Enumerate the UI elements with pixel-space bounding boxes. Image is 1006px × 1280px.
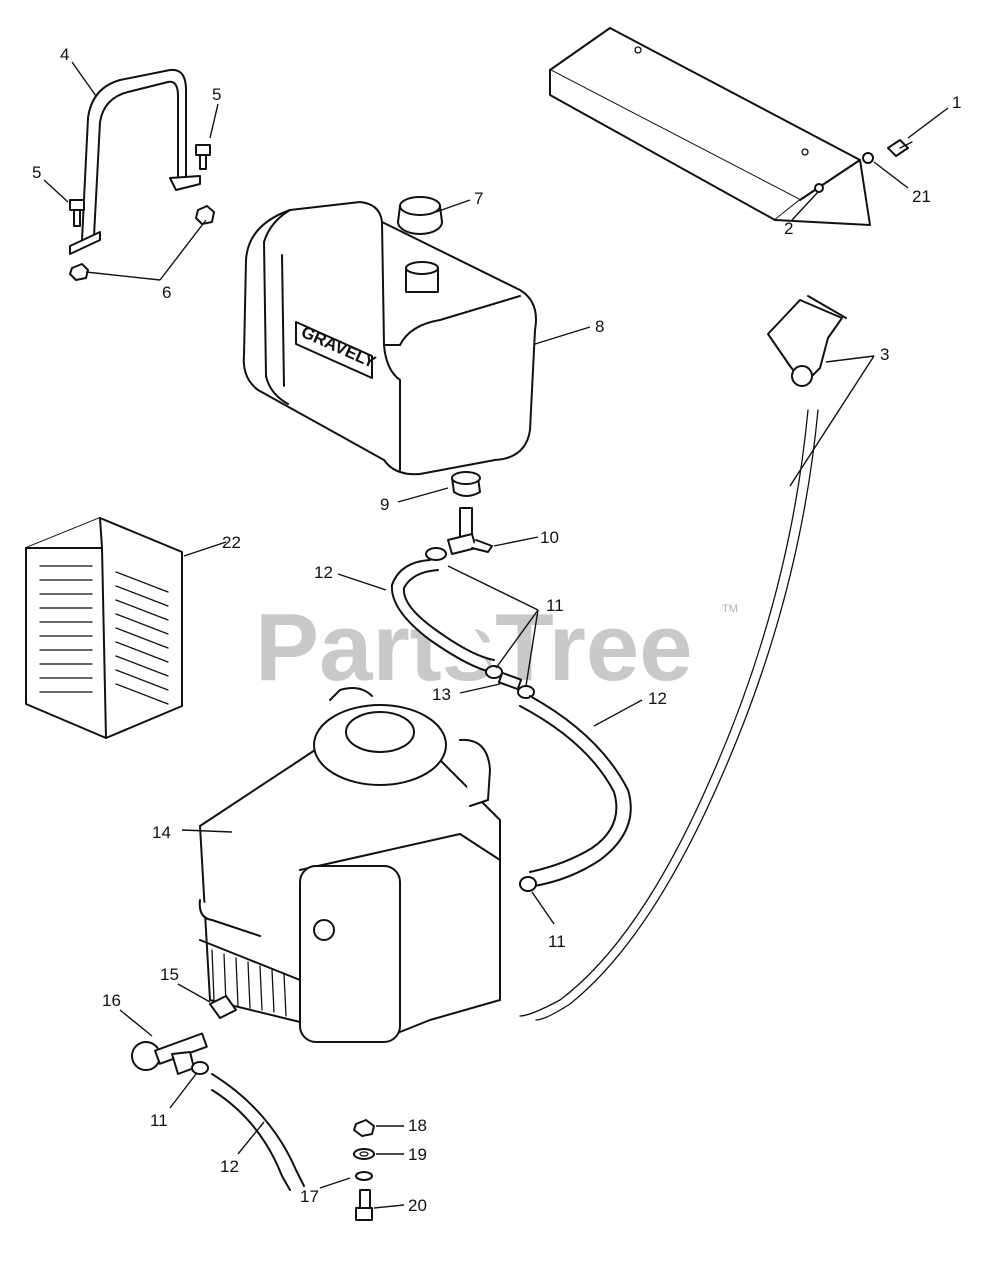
nut-part [353, 1119, 375, 1137]
callout-10: 10 [540, 528, 559, 547]
callout-labels: 4 5 5 6 7 8 9 10 22 12 11 13 12 14 11 15… [32, 45, 961, 1215]
callout-6: 6 [162, 283, 171, 302]
fuel-hose-part [519, 695, 632, 887]
callout-17: 17 [300, 1187, 319, 1206]
callout-21: 21 [912, 187, 931, 206]
washer-part [355, 1171, 373, 1181]
strap-bracket-part [69, 68, 201, 255]
callout-14: 14 [152, 823, 171, 842]
callout-1: 1 [952, 93, 961, 112]
hose-clamp-part [425, 547, 447, 561]
hose-clamp-part [191, 1061, 209, 1075]
callout-2: 2 [784, 219, 793, 238]
callout-13: 13 [432, 685, 451, 704]
bolt-part [195, 144, 211, 170]
callout-19: 19 [408, 1145, 427, 1164]
throttle-control-part [519, 295, 847, 1021]
callout-3: 3 [880, 345, 889, 364]
callout-18: 18 [408, 1116, 427, 1135]
fitting-part [209, 995, 237, 1019]
bolt-part [69, 199, 85, 227]
fuel-hose-part [390, 559, 495, 673]
callout-12: 12 [220, 1157, 239, 1176]
callout-4: 4 [60, 45, 69, 64]
fuel-cap-part [397, 196, 443, 235]
hose-connector-part [497, 671, 523, 691]
leader-lines [43, 61, 949, 1209]
shutoff-valve-part [447, 507, 493, 555]
hose-clamp-part [485, 665, 503, 679]
callout-7: 7 [474, 189, 483, 208]
callout-5: 5 [32, 163, 41, 182]
callout-20: 20 [408, 1196, 427, 1215]
washer-part [862, 152, 874, 164]
watermark-trademark: TM [722, 603, 738, 615]
engine-part [198, 687, 501, 1043]
callout-11: 11 [548, 932, 566, 951]
callout-11: 11 [546, 596, 564, 615]
shield-plate-part [549, 27, 871, 226]
nut-part [814, 183, 824, 193]
callout-16: 16 [102, 991, 121, 1010]
hose-clamp-part [519, 876, 537, 892]
bolt-part [355, 1189, 373, 1221]
callout-22: 22 [222, 533, 241, 552]
washer-part [353, 1148, 375, 1160]
callout-5: 5 [212, 85, 221, 104]
nut-part [69, 263, 89, 281]
nut-part [195, 205, 215, 225]
fuel-tank-part: GRAVELY [242, 201, 537, 476]
callout-12: 12 [648, 689, 667, 708]
callout-8: 8 [595, 317, 604, 336]
callout-15: 15 [160, 965, 179, 984]
fuel-filter-tee-part [131, 1032, 208, 1075]
grille-screen-part [25, 517, 183, 739]
callout-11: 11 [150, 1111, 168, 1130]
screw-part [887, 139, 913, 157]
tank-fitting-part [451, 471, 481, 497]
callout-12: 12 [314, 563, 333, 582]
callout-9: 9 [380, 495, 389, 514]
